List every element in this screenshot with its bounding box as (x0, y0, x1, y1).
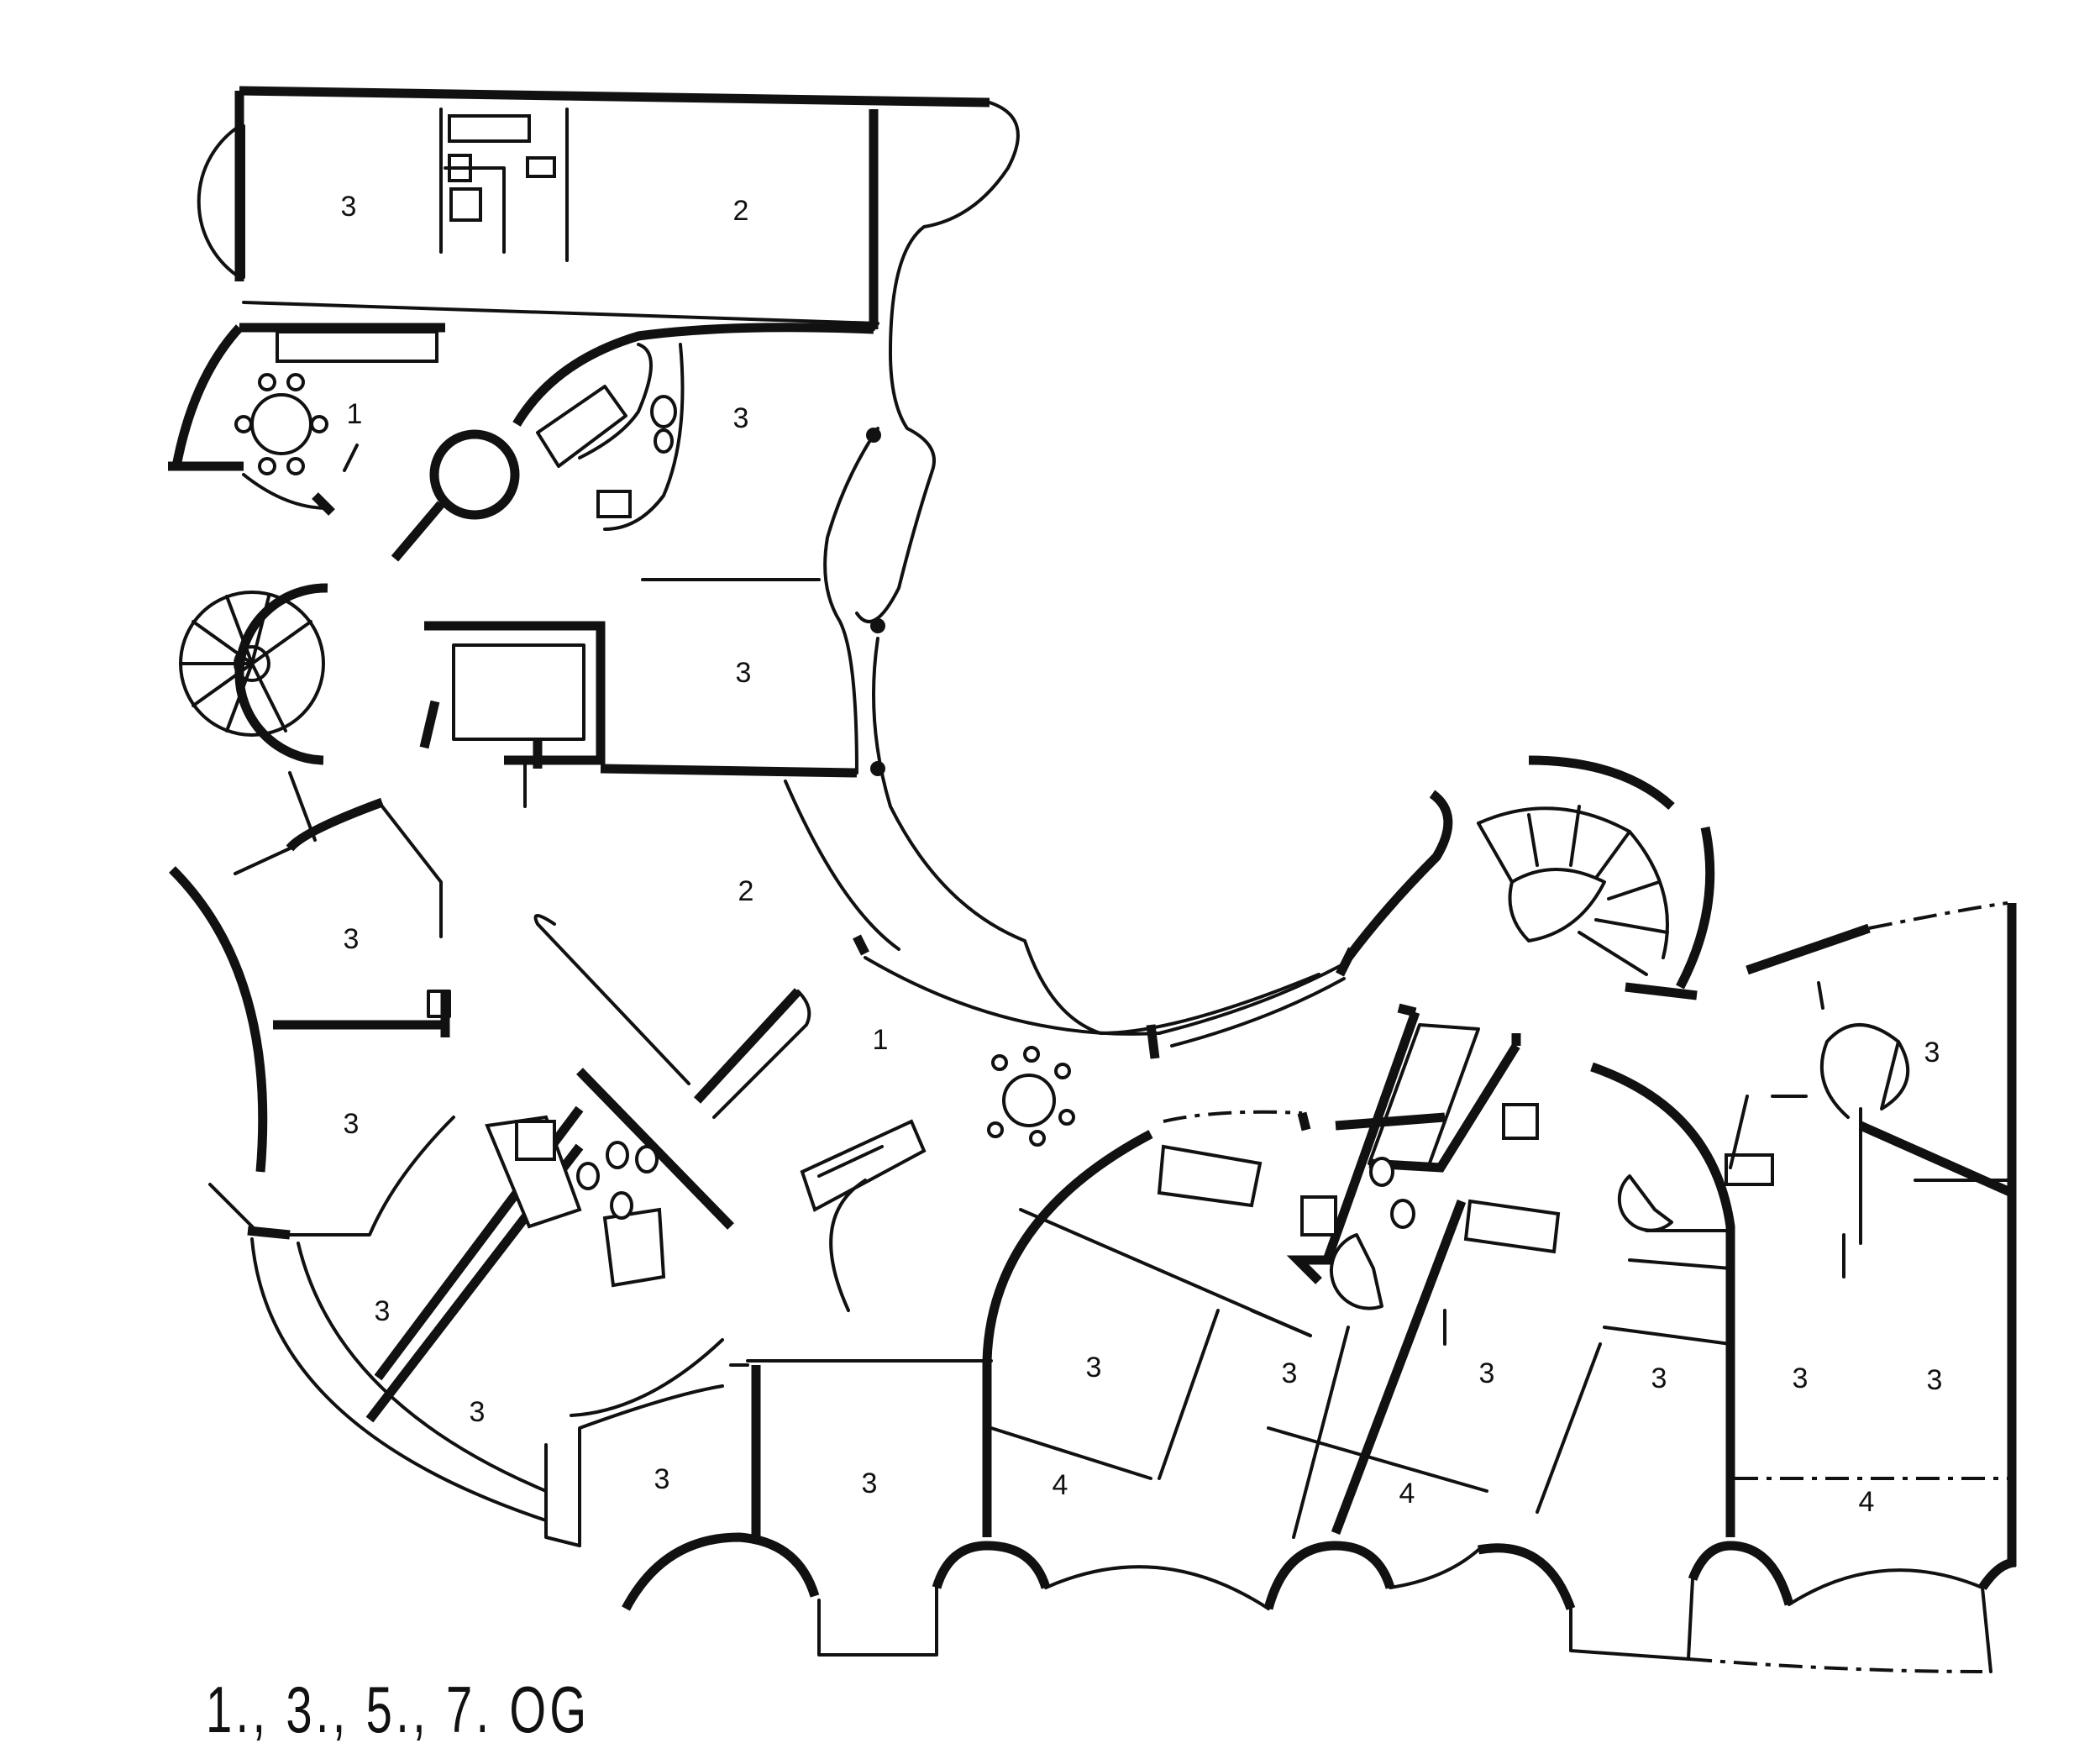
room-label: 3 (862, 1468, 878, 1499)
courtyard (784, 427, 1320, 1059)
room-label: 3 (344, 1108, 360, 1140)
room-label: 3 (1086, 1352, 1102, 1384)
room-label: 4 (1399, 1478, 1415, 1510)
room-label: 3 (344, 923, 360, 955)
room-label: 3 (1651, 1363, 1667, 1394)
room-label: 3 (470, 1396, 486, 1428)
central-hall (570, 1046, 1075, 1541)
room-label: 3 (1924, 1037, 1940, 1069)
bath-central-west (485, 914, 927, 1288)
spiral-stair-east (1158, 755, 1715, 1048)
dining-area-north (168, 324, 438, 516)
room-label: 1 (347, 398, 363, 430)
room-label: 4 (1053, 1469, 1068, 1501)
room-label: 1 (873, 1024, 889, 1056)
room-label: 3 (1282, 1357, 1298, 1389)
south-east-rooms (982, 1003, 1561, 1539)
room-label: 3 (733, 402, 749, 434)
room-label: 3 (341, 191, 357, 223)
shaft (419, 621, 858, 808)
room-label: 3 (375, 1295, 391, 1327)
room-label: 4 (1859, 1486, 1875, 1518)
west-rooms (169, 771, 455, 1237)
room-labels: 3 2 1 3 3 3 2 3 1 3 3 3 3 3 3 3 3 3 3 3 … (341, 191, 1943, 1518)
north-wing (197, 86, 1020, 623)
east-wing (1735, 901, 2017, 1567)
west-curved-wing (247, 1105, 724, 1547)
room-label: 3 (736, 657, 752, 689)
spiral-stair-north (179, 583, 328, 765)
room-label: 3 (1479, 1357, 1495, 1389)
south-facade (622, 1532, 2017, 1673)
room-label: 3 (654, 1463, 670, 1495)
bath-north (391, 323, 874, 581)
room-label: 2 (738, 875, 754, 907)
floor-caption: 1., 3., 5., 7. OG (206, 1672, 591, 1746)
room-label: 3 (1793, 1363, 1809, 1394)
room-label: 2 (733, 195, 749, 227)
room-label: 3 (1927, 1364, 1943, 1396)
bath-east (1536, 1062, 1774, 1537)
